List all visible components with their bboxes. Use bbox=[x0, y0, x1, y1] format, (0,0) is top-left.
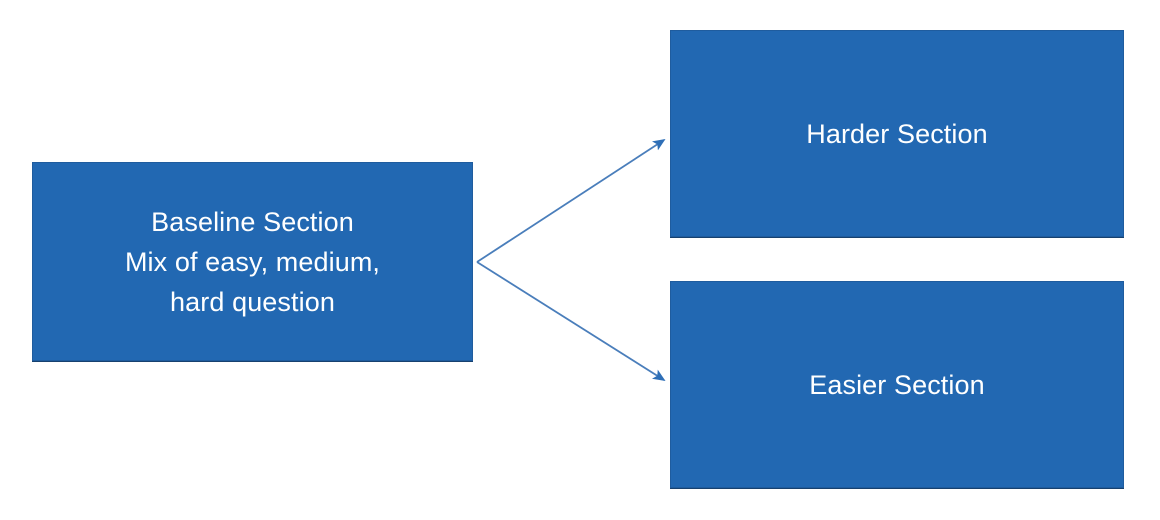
node-baseline-section[interactable]: Baseline Section Mix of easy, medium, ha… bbox=[32, 162, 473, 361]
connector-baseline-to-harder bbox=[476, 139, 666, 263]
node-harder-section[interactable]: Harder Section bbox=[670, 30, 1124, 237]
connector-baseline-to-easier bbox=[476, 261, 666, 381]
node-easier-section-label: Easier Section bbox=[809, 369, 985, 400]
node-easier-section[interactable]: Easier Section bbox=[670, 281, 1124, 488]
node-harder-section-label: Harder Section bbox=[806, 118, 988, 149]
node-baseline-section-label: Baseline Section Mix of easy, medium, ha… bbox=[124, 206, 381, 317]
